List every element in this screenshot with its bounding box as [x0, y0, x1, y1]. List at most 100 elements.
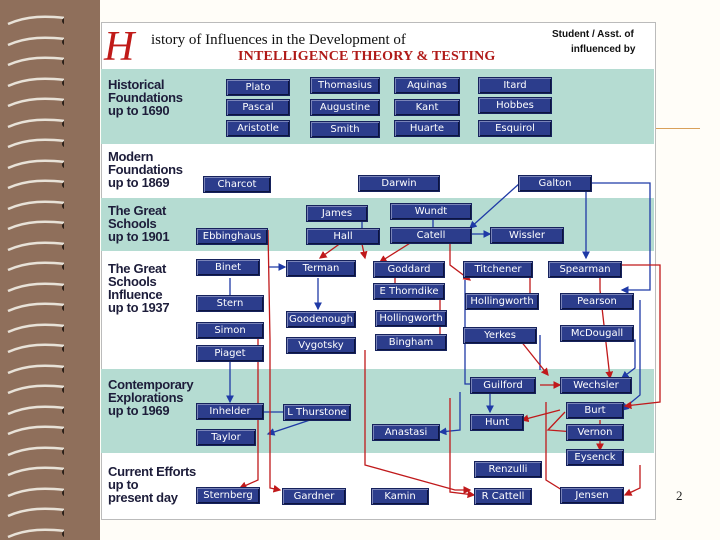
row-label-line: The Great: [108, 261, 166, 276]
row-label-great-schools: The Great Schools up to 1901: [108, 203, 170, 244]
person-pascal: Pascal: [226, 99, 290, 116]
person-goodenough: Goodenough: [286, 311, 356, 328]
arrow-to-rcattell: [364, 350, 472, 494]
spiral-binding: [0, 0, 100, 540]
person-hobbes: Hobbes: [478, 97, 552, 114]
row-label-line: Explorations: [108, 390, 184, 405]
person-esquirol: Esquirol: [478, 120, 552, 137]
title-initial: H: [104, 24, 135, 70]
person-terman: Terman: [286, 260, 356, 277]
arrow-to-sternberg: [238, 335, 259, 489]
spiral-ring: [7, 322, 64, 333]
arrow-thurstone-taylor: [266, 419, 311, 436]
row-label-influence: The Great Schools Influence up to 1937: [108, 261, 170, 315]
person-pearson: Pearson: [560, 293, 634, 310]
title-line-1: istory of Influences in the Development …: [151, 32, 406, 48]
arrow-piaget-gardner: [267, 229, 282, 493]
person-eysenck: Eysenck: [566, 449, 624, 466]
person-goddard: Goddard: [373, 261, 445, 278]
person-bingham: Bingham: [375, 334, 447, 351]
row-label-line: up to 1690: [108, 103, 170, 118]
arrow-galton-catell: [469, 182, 521, 229]
page-number: 2: [676, 488, 683, 503]
arrow-eysenck-jensen: [623, 465, 641, 496]
spiral-ring: [7, 97, 64, 108]
person-mcdougall: McDougall: [560, 325, 634, 342]
person-aristotle: Aristotle: [226, 120, 290, 137]
person-kant: Kant: [394, 99, 460, 116]
person-kamin: Kamin: [371, 488, 429, 505]
person-huarte: Huarte: [394, 120, 460, 137]
person-plato: Plato: [226, 79, 290, 96]
spiral-ring: [7, 445, 64, 456]
arrow-spearman-burt: [620, 264, 661, 410]
arrow-guilford-anastasi: [438, 392, 461, 436]
spiral-ring: [7, 158, 64, 169]
spiral-ring: [7, 507, 64, 518]
person-hollingworth-1: Hollingworth: [465, 293, 539, 310]
row-label-line: Influence: [108, 287, 163, 302]
row-label-line: Historical: [108, 77, 165, 92]
person-anastasi: Anastasi: [372, 424, 440, 441]
spiral-ring: [7, 486, 64, 497]
spiral-ring: [7, 76, 64, 87]
spiral-ring: [7, 343, 64, 354]
person-wundt: Wundt: [390, 203, 472, 220]
arrow-yerkes-wechsler: [519, 339, 549, 377]
person-galton: Galton: [518, 175, 592, 192]
row-label-line: Current Efforts: [108, 464, 196, 479]
spiral-ring: [7, 15, 64, 26]
person-renzulli: Renzulli: [474, 461, 542, 478]
row-label-line: up to 1869: [108, 175, 170, 190]
spiral-ring: [7, 404, 64, 415]
person-vernon: Vernon: [566, 424, 624, 441]
person-taylor: Taylor: [196, 429, 256, 446]
person-gardner: Gardner: [282, 488, 346, 505]
person-e-thorndike: E Thorndike: [373, 283, 445, 300]
person-darwin: Darwin: [358, 175, 440, 192]
spiral-ring: [7, 527, 64, 538]
person-james: James: [306, 205, 368, 222]
row-label-line: Modern: [108, 149, 154, 164]
person-stern: Stern: [196, 295, 264, 312]
person-ebbinghaus: Ebbinghaus: [196, 228, 268, 245]
person-hall: Hall: [306, 228, 380, 245]
person-charcot: Charcot: [203, 176, 271, 193]
spiral-ring: [7, 425, 64, 436]
person-yerkes: Yerkes: [463, 327, 537, 344]
row-label-line: Foundations: [108, 162, 183, 177]
person-piaget: Piaget: [196, 345, 264, 362]
spiral-ring: [7, 117, 64, 128]
arrow-hall-goddard: [359, 243, 368, 260]
person-aquinas: Aquinas: [394, 77, 460, 94]
person-wissler: Wissler: [490, 227, 564, 244]
person-thomasius: Thomasius: [310, 77, 380, 94]
spiral-ring: [7, 466, 64, 477]
title-line-2: INTELLIGENCE THEORY & TESTING: [238, 49, 496, 64]
person-vygotsky: Vygotsky: [286, 337, 356, 354]
row-label-current: Current Efforts up to present day: [108, 465, 196, 504]
row-label-line: The Great: [108, 203, 166, 218]
row-label-line: up to 1969: [108, 403, 170, 418]
row-label-line: Schools: [108, 274, 157, 289]
row-label-line: Contemporary: [108, 377, 194, 392]
spiral-ring: [7, 35, 64, 46]
person-l-thurstone: L Thurstone: [283, 404, 351, 421]
arrow-burt-hunt: [520, 409, 561, 423]
person-guilford: Guilford: [470, 377, 536, 394]
person-wechsler: Wechsler: [560, 377, 632, 394]
person-simon: Simon: [196, 322, 264, 339]
legend-student: Student / Asst. of: [552, 29, 634, 40]
person-binet: Binet: [196, 259, 260, 276]
person-spearman: Spearman: [548, 261, 622, 278]
arrow-spearman-wechsler: [599, 277, 614, 380]
person-augustine: Augustine: [310, 99, 380, 116]
row-label-line: up to 1901: [108, 229, 170, 244]
arrow-guilford-up: [464, 280, 470, 385]
row-label-line: Schools: [108, 216, 157, 231]
person-burt: Burt: [566, 402, 624, 419]
row-label-line: up to 1937: [108, 300, 170, 315]
person-sternberg: Sternberg: [196, 487, 260, 504]
